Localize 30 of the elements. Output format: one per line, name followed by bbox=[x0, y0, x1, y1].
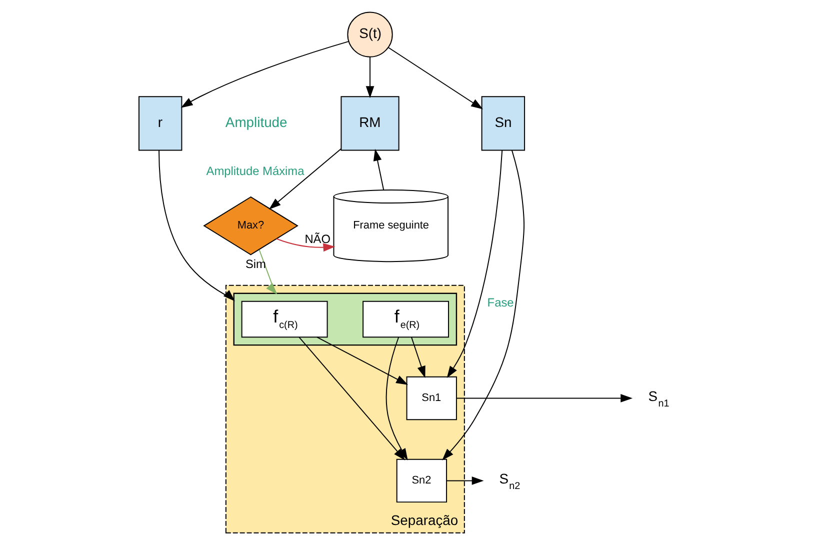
arrow bbox=[446, 476, 484, 485]
arrow bbox=[316, 336, 408, 385]
node-text: S$_{n1}$ bbox=[648, 388, 670, 410]
arrow bbox=[268, 148, 342, 210]
node-text: S$_{n2}$ bbox=[499, 470, 520, 492]
arrow bbox=[373, 148, 384, 190]
edge-label: Amplitude Máxima bbox=[206, 164, 304, 178]
node-box: r bbox=[138, 96, 182, 151]
arrow bbox=[446, 150, 503, 378]
node-circle: S(t) bbox=[347, 12, 393, 58]
node-box: f$_{e(R)}$ bbox=[362, 300, 450, 338]
cluster bbox=[233, 292, 458, 346]
node-box: RM bbox=[340, 96, 400, 151]
node-box: Sn bbox=[481, 96, 526, 151]
arrow bbox=[366, 56, 374, 98]
arrow bbox=[258, 249, 278, 294]
arrow bbox=[456, 394, 633, 402]
arrow bbox=[442, 150, 525, 460]
arrow bbox=[158, 150, 235, 302]
node-box: f$_{c(R)}$ bbox=[241, 300, 328, 338]
node-diamond: Max? bbox=[203, 196, 298, 256]
node-box: Sn2 bbox=[396, 458, 448, 503]
edge-label: Fase bbox=[487, 296, 514, 310]
edge-label: NÃO bbox=[304, 232, 331, 246]
node-box: Sn1 bbox=[406, 376, 457, 420]
arrow bbox=[388, 47, 483, 110]
arrow bbox=[276, 238, 336, 252]
arrow bbox=[411, 336, 426, 378]
arrow bbox=[180, 40, 350, 108]
node-label: Amplitude bbox=[225, 114, 288, 130]
